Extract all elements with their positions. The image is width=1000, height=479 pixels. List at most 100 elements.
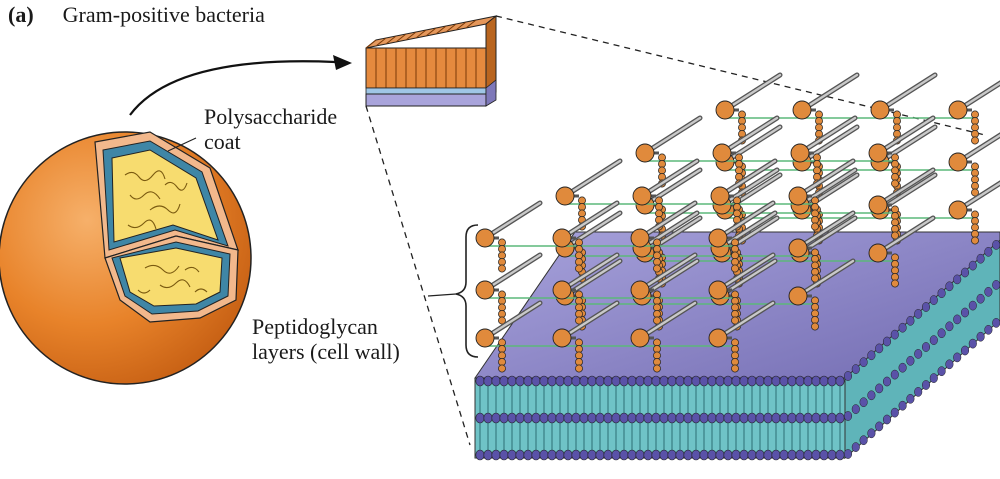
lipid-head bbox=[968, 260, 977, 271]
lipid-head bbox=[787, 412, 797, 424]
sugar-node bbox=[792, 100, 812, 120]
lipid-head bbox=[992, 240, 1000, 250]
peptide-bead bbox=[813, 153, 821, 162]
peptide-bead bbox=[891, 153, 899, 162]
lipid-head bbox=[507, 375, 517, 387]
sugar-node bbox=[632, 186, 652, 206]
peptide-bead bbox=[733, 209, 741, 218]
lipid-head bbox=[835, 412, 845, 424]
peptide-bead bbox=[971, 169, 979, 177]
glycan-strand-highlight bbox=[798, 168, 857, 207]
lipid-head bbox=[595, 449, 605, 461]
peptide-bead bbox=[653, 351, 661, 360]
lipid-head bbox=[771, 412, 781, 424]
lipid-head bbox=[675, 449, 685, 461]
lipid-head bbox=[937, 366, 946, 377]
peptide-bead bbox=[653, 297, 661, 305]
lipid-head bbox=[483, 449, 493, 461]
lipid-head bbox=[945, 281, 954, 292]
lipid-head bbox=[611, 375, 621, 387]
lipid-head bbox=[627, 449, 637, 461]
peptide-bead bbox=[738, 110, 746, 119]
peptide-bead bbox=[971, 175, 979, 184]
lipid-head bbox=[635, 412, 645, 424]
lipid-head bbox=[968, 338, 977, 349]
projection-lines bbox=[365, 15, 986, 446]
lipid-head bbox=[707, 412, 717, 424]
lipid-head bbox=[937, 328, 946, 339]
lipid-head bbox=[779, 412, 789, 424]
lipid-head bbox=[555, 375, 565, 387]
sugar-node bbox=[870, 100, 890, 120]
lipid-head bbox=[587, 412, 597, 424]
lipid-head bbox=[914, 309, 923, 319]
lipid-head bbox=[898, 322, 907, 333]
peptide-bead bbox=[813, 160, 821, 168]
glycan-strand-highlight bbox=[876, 216, 935, 255]
peptide-bead bbox=[575, 238, 583, 247]
lipid-head bbox=[635, 449, 645, 461]
lipid-head bbox=[827, 412, 837, 424]
peptide-bead bbox=[738, 117, 746, 125]
glycan-strand-highlight bbox=[560, 253, 619, 292]
lipid-head bbox=[499, 449, 509, 461]
peptide-bead bbox=[971, 110, 979, 119]
lipid-head bbox=[755, 449, 765, 461]
lipid-head bbox=[635, 375, 645, 387]
lipid-head bbox=[563, 449, 573, 461]
peptide-bead bbox=[891, 205, 899, 214]
lipid-head bbox=[763, 412, 773, 424]
glycan-strand-highlight bbox=[640, 159, 699, 198]
peptide-bead bbox=[575, 351, 583, 360]
lipid-head bbox=[523, 412, 533, 424]
peptide-bead bbox=[653, 316, 661, 325]
peptide-bead bbox=[811, 309, 819, 318]
lipid-head bbox=[547, 375, 557, 387]
lipid-head bbox=[603, 412, 613, 424]
lipid-head bbox=[867, 428, 876, 439]
sugar-node bbox=[710, 186, 730, 206]
lipid-head bbox=[755, 375, 765, 387]
lipid-head bbox=[771, 449, 781, 461]
peptide-bead bbox=[891, 253, 899, 262]
panel-label: (a) Gram-positive bacteria bbox=[8, 2, 265, 27]
lipid-head bbox=[603, 449, 613, 461]
polysaccharide-label-line1: Polysaccharide bbox=[204, 104, 338, 129]
peptide-bead bbox=[653, 238, 661, 247]
lipid-head bbox=[827, 375, 837, 387]
lipid-head bbox=[507, 449, 517, 461]
lipid-head bbox=[699, 412, 709, 424]
lipid-head bbox=[643, 449, 653, 461]
glycan-strand-highlight bbox=[720, 168, 779, 207]
peptide-bead bbox=[653, 258, 661, 266]
peptide-bead bbox=[893, 110, 901, 119]
lipid-head bbox=[976, 331, 985, 342]
peptide-bead bbox=[575, 364, 583, 373]
lipid-head bbox=[771, 375, 781, 387]
lipid-head bbox=[515, 412, 525, 424]
lipid-head bbox=[835, 375, 845, 387]
peptide-bead bbox=[811, 222, 819, 231]
lipid-head bbox=[675, 412, 685, 424]
peptide-bead bbox=[891, 212, 899, 220]
glycan-strand-highlight bbox=[638, 201, 697, 240]
peptide-bead bbox=[811, 303, 819, 311]
lipid-head bbox=[579, 449, 589, 461]
lipid-head bbox=[867, 390, 876, 401]
lipid-head bbox=[571, 412, 581, 424]
peptide-bead bbox=[893, 123, 901, 132]
lipid-head bbox=[699, 449, 709, 461]
lipid-head bbox=[539, 412, 549, 424]
sugar-node bbox=[948, 152, 968, 172]
sugar-node bbox=[475, 328, 495, 348]
glycan-strand-highlight bbox=[718, 159, 777, 198]
peptide-bead bbox=[498, 338, 506, 347]
lipid-head bbox=[707, 375, 717, 387]
lipid-head bbox=[579, 375, 589, 387]
lipid-head bbox=[906, 355, 915, 366]
lipid-head bbox=[945, 359, 954, 370]
lipid-head bbox=[984, 286, 993, 297]
glycan-strand-highlight bbox=[483, 201, 542, 240]
sugar-node bbox=[948, 200, 968, 220]
